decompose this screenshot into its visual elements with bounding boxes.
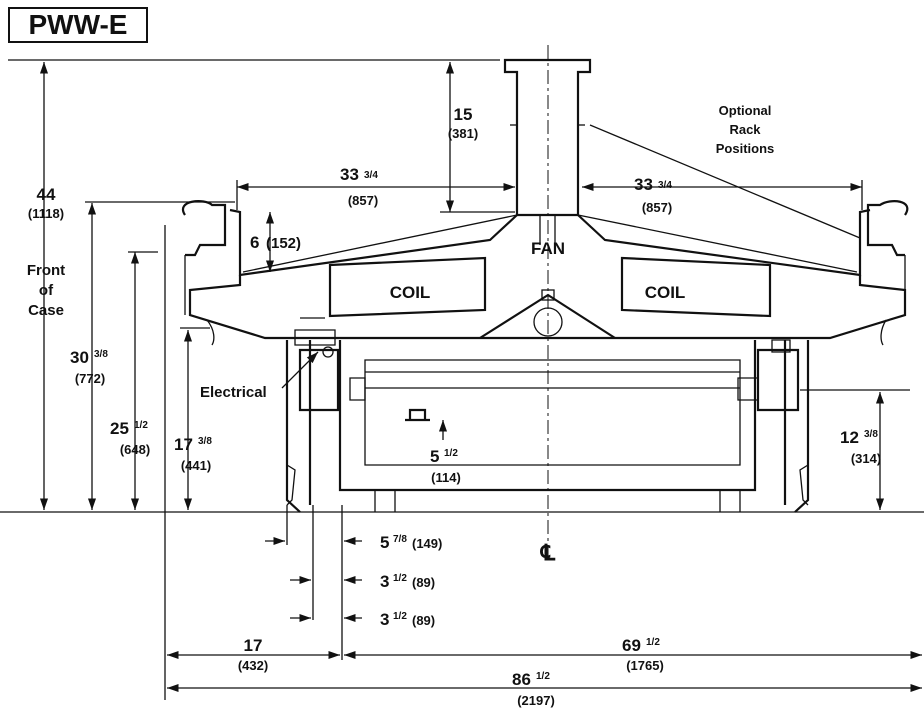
- right-drain-fitting: [756, 348, 800, 412]
- dim-312b-frac: 1/2: [393, 611, 407, 622]
- drain-pipe: [405, 408, 430, 422]
- left-coil-block: [328, 256, 487, 318]
- dim-15-main: 15: [454, 105, 473, 124]
- optional-rack-line: [589, 124, 861, 239]
- dim-578-frac: 7/8: [393, 534, 407, 545]
- dim-25-frac: 1/2: [134, 420, 148, 431]
- positions-label: Positions: [716, 141, 775, 156]
- dim-44-metric: (1118): [28, 206, 64, 221]
- dim-69-metric: (1765): [626, 658, 664, 673]
- dim-30-metric: (772): [75, 371, 105, 386]
- dim-312b-metric: (89): [412, 613, 435, 628]
- dim-578-main: 5: [380, 533, 389, 552]
- dim-5-frac: 1/2: [444, 448, 458, 459]
- dim-33r-metric: (857): [642, 200, 672, 215]
- right-coil-block: [620, 256, 772, 318]
- right-rail: [866, 200, 909, 257]
- drain-pan: [364, 359, 741, 466]
- model-title: PWW-E: [8, 7, 148, 43]
- fan-label: FAN: [531, 239, 565, 258]
- dim-6-metric: (152): [266, 235, 301, 252]
- dim-30-frac: 3/8: [94, 349, 108, 360]
- dim-86-metric: (2197): [517, 693, 555, 708]
- dim-33l-frac: 3/4: [364, 170, 378, 181]
- dim-17v-frac: 3/8: [198, 436, 212, 447]
- left-front-rail: [181, 200, 227, 257]
- dim-33r-frac: 3/4: [658, 180, 672, 191]
- dim-312b-main: 3: [380, 610, 389, 629]
- centerline-symbol: ℄: [540, 540, 556, 565]
- left-drain-fitting: [298, 348, 340, 412]
- dim-312a-main: 3: [380, 572, 389, 591]
- dim-312a-frac: 1/2: [393, 573, 407, 584]
- dim-17h-main: 17: [244, 636, 263, 655]
- dim-6-main: 6: [250, 233, 259, 252]
- dim-12-frac: 3/8: [864, 429, 878, 440]
- dim-12-main: 12: [840, 428, 859, 447]
- dim-25-metric: (648): [120, 442, 150, 457]
- case-label: Case: [28, 302, 64, 319]
- dim-33r-main: 33: [634, 175, 653, 194]
- dim-15-metric: (381): [448, 126, 478, 141]
- dim-312a-metric: (89): [412, 575, 435, 590]
- dim-578-metric: (149): [412, 536, 442, 551]
- dim-33l-main: 33: [340, 165, 359, 184]
- dim-25-main: 25: [110, 419, 129, 438]
- labels: FAN COIL COIL Electrical Front of Case O…: [27, 103, 881, 708]
- dimension-lines: [39, 62, 922, 700]
- right-leg: [783, 340, 810, 513]
- dim-69-frac: 1/2: [646, 637, 660, 648]
- optional-label: Optional: [719, 103, 772, 118]
- front-label: Front: [27, 262, 65, 279]
- dim-86-frac: 1/2: [536, 671, 550, 682]
- coil-left-label: COIL: [390, 283, 431, 302]
- dim-5-main: 5: [430, 447, 439, 466]
- rack-label: Rack: [729, 122, 761, 137]
- dim-17v-main: 17: [174, 435, 193, 454]
- dim-30-main: 30: [70, 348, 89, 367]
- case-outline: [0, 45, 924, 560]
- dim-69-main: 69: [622, 636, 641, 655]
- dim-17v-metric: (441): [181, 458, 211, 473]
- left-leg: [285, 340, 312, 513]
- dim-33l-metric: (857): [348, 193, 378, 208]
- electrical-label: Electrical: [200, 384, 267, 401]
- dim-44-main: 44: [37, 185, 56, 204]
- dim-5-metric: (114): [431, 470, 461, 485]
- coil-right-label: COIL: [645, 283, 686, 302]
- of-label: of: [39, 282, 54, 299]
- dim-86-main: 86: [512, 670, 531, 689]
- dim-12-metric: (314): [851, 451, 881, 466]
- dim-17h-metric: (432): [238, 658, 268, 673]
